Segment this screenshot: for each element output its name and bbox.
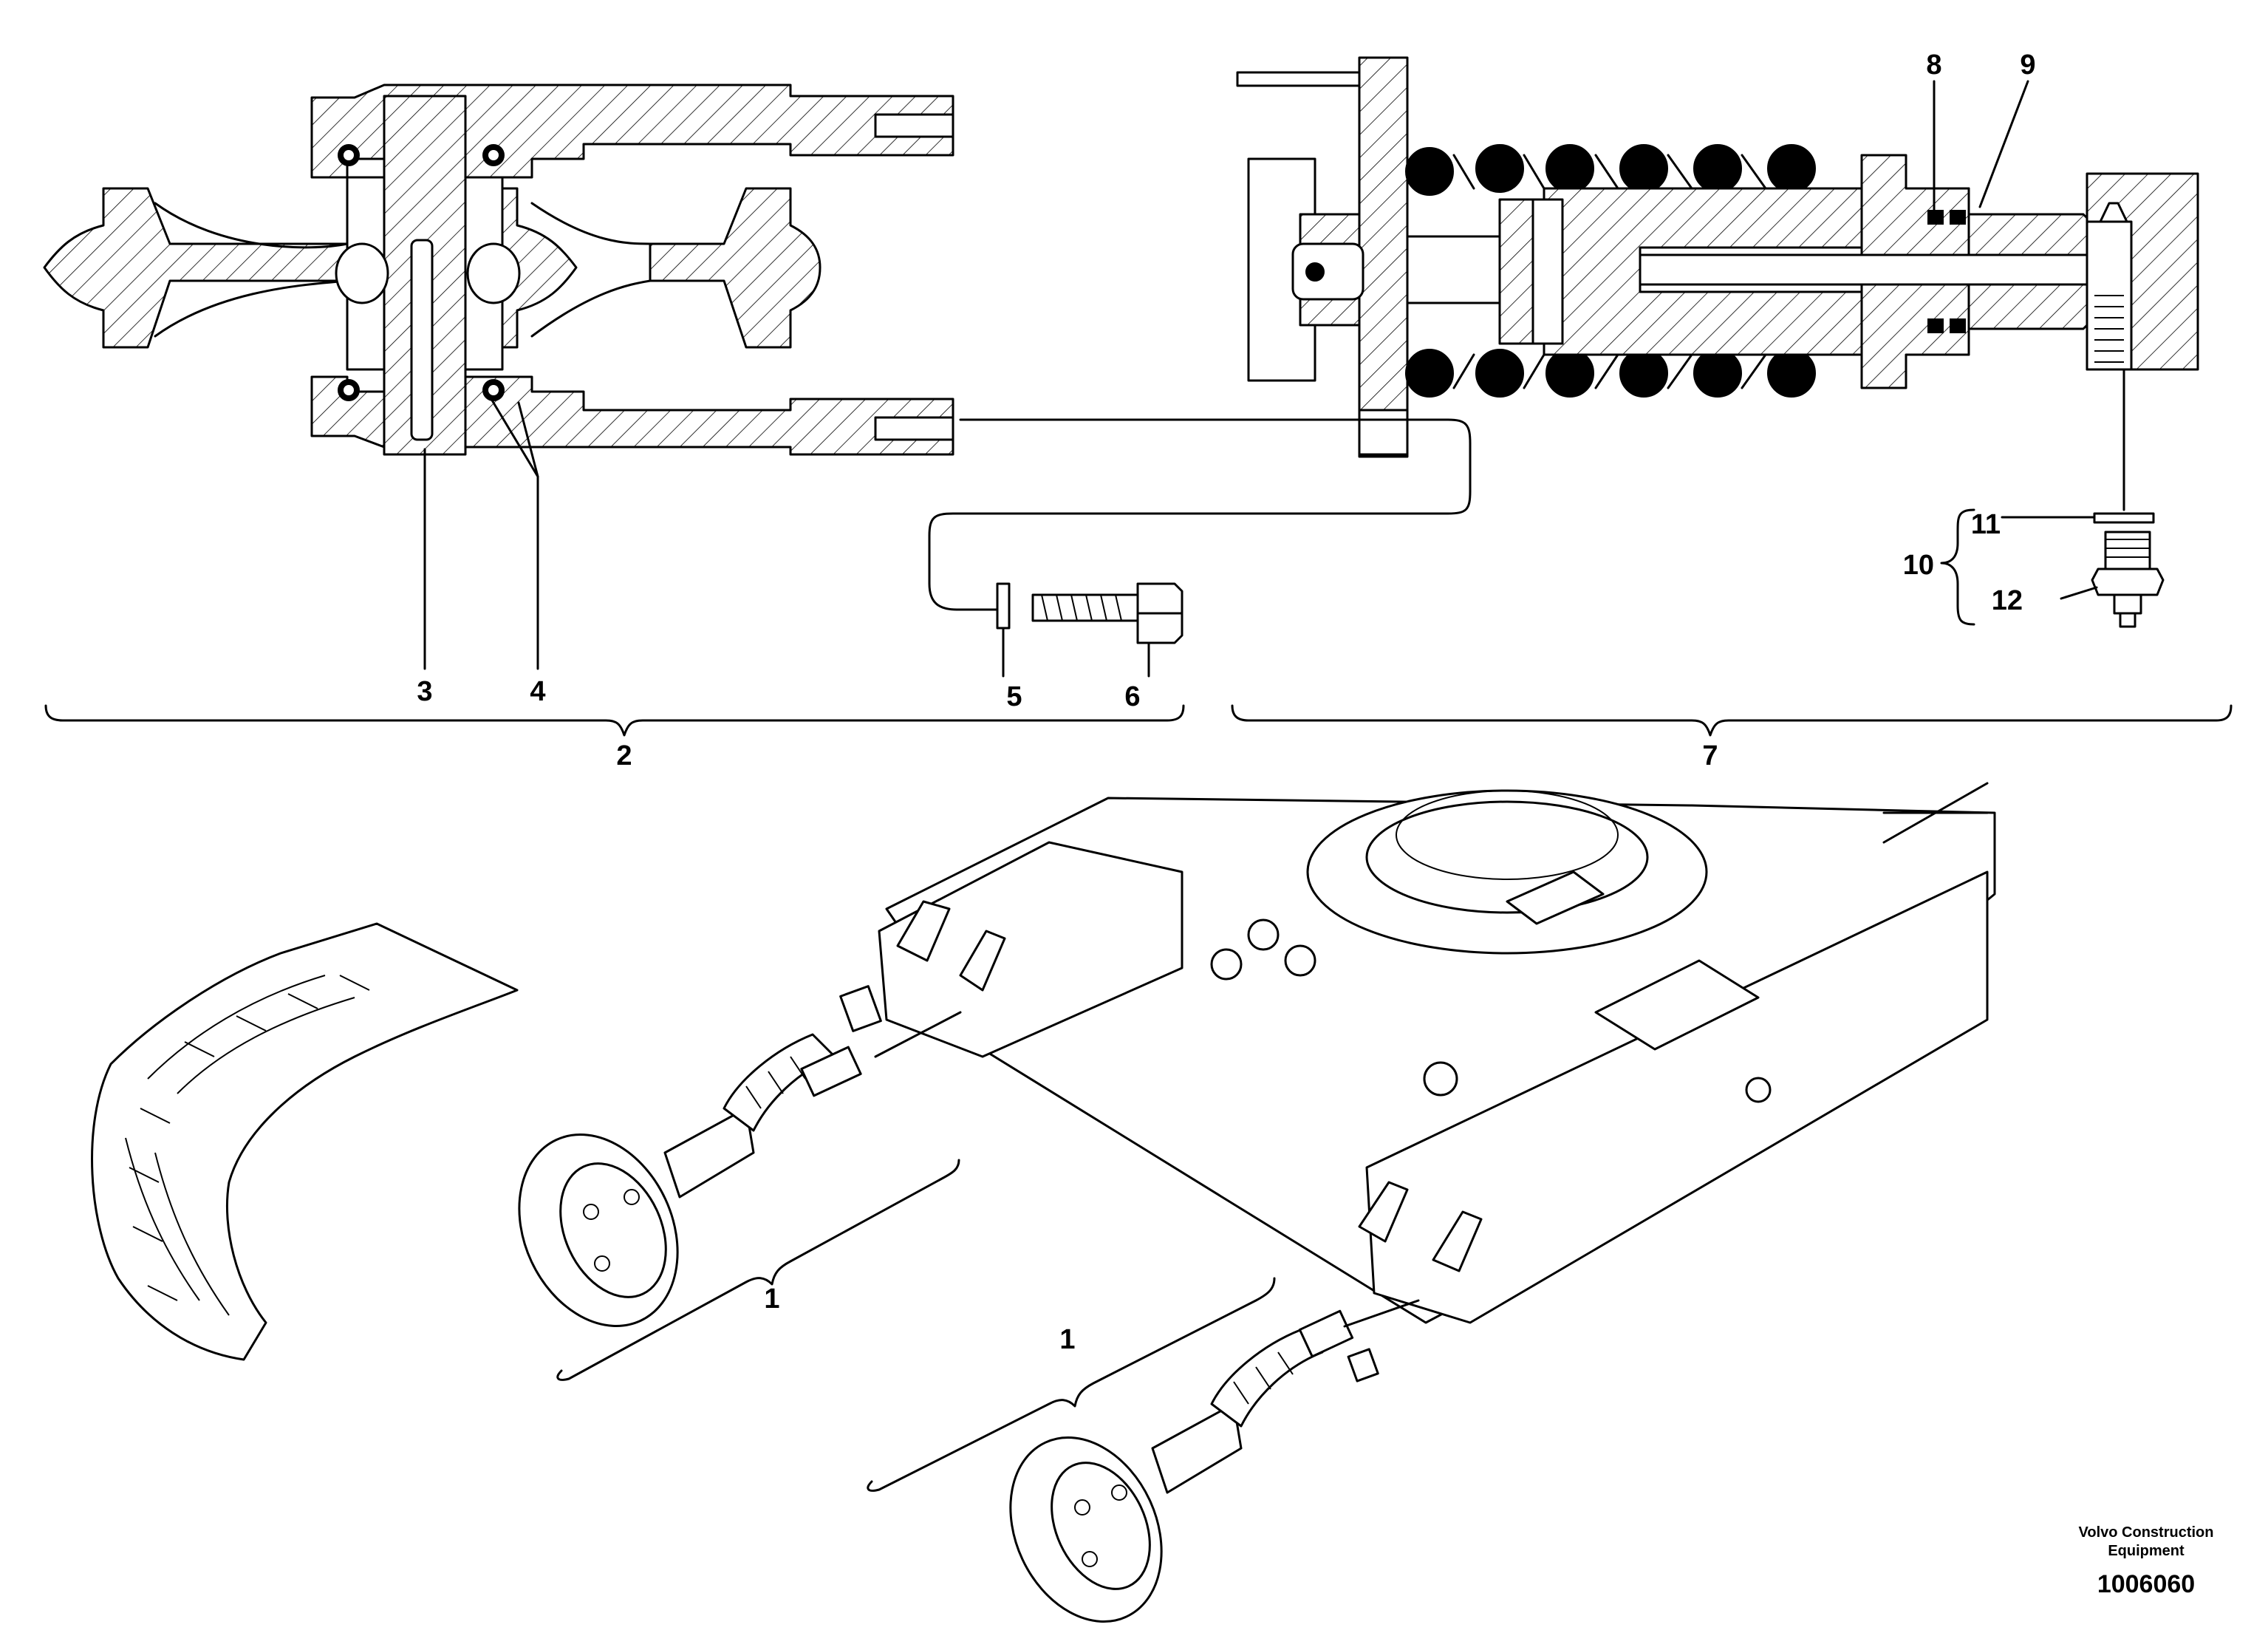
- tensioner-spring-section: [1236, 56, 2199, 458]
- callout-11: 11: [1971, 509, 2001, 540]
- bracket-1-upper: [556, 1159, 960, 1381]
- washer-and-bolt: [996, 582, 1183, 678]
- idler-assembly-upper: [518, 985, 962, 1327]
- rubber-track: [91, 922, 519, 1361]
- callout-1-upper: 1: [764, 1283, 779, 1315]
- callout-10: 10: [1903, 550, 1934, 581]
- reference-line: [928, 418, 1472, 611]
- callout-2: 2: [616, 740, 632, 771]
- grease-nipple-assembly: [1940, 368, 2165, 628]
- callout-12: 12: [1992, 585, 2023, 616]
- callout-6: 6: [1124, 681, 1140, 712]
- idler-wheel-section: [43, 83, 954, 456]
- idler-assembly-lower: [1009, 1299, 1420, 1623]
- callout-7: 7: [1702, 740, 1718, 771]
- callout-1-lower: 1: [1059, 1324, 1075, 1355]
- undercarriage-frame: [878, 782, 1996, 1324]
- brand-line-2: Equipment: [2108, 1543, 2185, 1559]
- spring-coils: [1405, 144, 1816, 398]
- callout-8: 8: [1926, 50, 1941, 81]
- callout-5: 5: [1006, 681, 1022, 712]
- document-number: 1006060: [2097, 1570, 2195, 1598]
- callout-3: 3: [417, 676, 432, 707]
- bracket-1-lower: [867, 1277, 1276, 1492]
- brand-line-1: Volvo Construction: [2079, 1524, 2214, 1541]
- bracket-7: [1231, 704, 2233, 737]
- callout-4: 4: [530, 676, 545, 707]
- callout-9: 9: [2020, 50, 2035, 81]
- bracket-2: [44, 704, 1185, 737]
